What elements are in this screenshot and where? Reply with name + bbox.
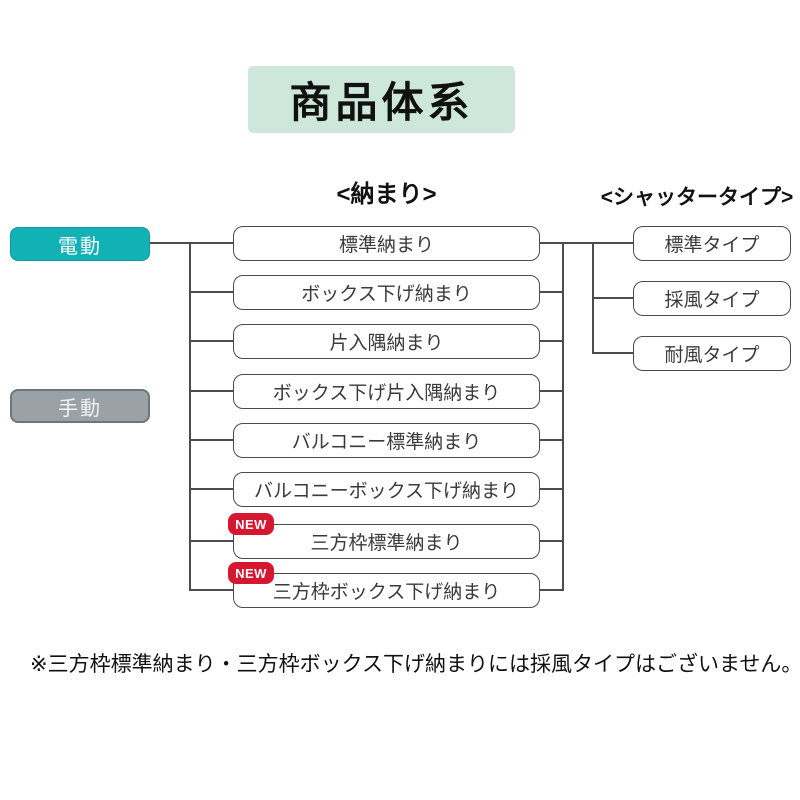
connector-line (562, 242, 564, 591)
nakamari-box-standard: 標準納まり (233, 226, 540, 261)
connector-line (540, 540, 564, 542)
connector-line (540, 242, 564, 244)
nakamari-box-label: 標準納まり (338, 235, 434, 256)
nakamari-box-label: ボックス下げ納まり (301, 284, 472, 305)
connector-line (540, 488, 564, 490)
drive-type-manual: 手動 (10, 389, 150, 423)
nakamari-box-balcony-standard: バルコニー標準納まり (233, 423, 540, 458)
nakamari-box-label: バルコニーボックス下げ納まり (253, 481, 520, 502)
connector-line (190, 488, 234, 490)
nakamari-box-box-sage: ボックス下げ納まり (233, 275, 540, 310)
nakamari-box-box-sage-kataizumi: ボックス下げ片入隅納まり (233, 374, 540, 409)
connector-line (189, 242, 191, 591)
nakamari-box-sanpowaku-standard: NEW 三方枠標準納まり (228, 513, 540, 559)
nakamari-box-label: バルコニー標準納まり (291, 432, 482, 453)
shutter-type-box-saifu: 採風タイプ (633, 281, 791, 316)
column-header-nakamari: <納まり> (336, 181, 437, 208)
nakamari-box-label: 片入隅納まり (329, 333, 444, 354)
connector-line (540, 390, 564, 392)
nakamari-box-sanpowaku-box-sage: NEW 三方枠ボックス下げ納まり (228, 562, 540, 608)
connector-line (592, 297, 633, 299)
shutter-type-box-standard: 標準タイプ (633, 226, 791, 261)
connector-line (190, 589, 234, 591)
column-header-shutter-type: <シャッタータイプ> (600, 186, 794, 209)
nakamari-box-label: 三方枠ボックス下げ納まり (272, 582, 501, 603)
connector-line (540, 291, 564, 293)
connector-line (592, 352, 633, 354)
footnote: ※三方枠標準納まり・三方枠ボックス下げ納まりには採風タイプはございません。 (30, 653, 800, 676)
nakamari-box-label: ボックス下げ片入隅納まり (272, 383, 501, 404)
connector-line (540, 340, 564, 342)
connector-line (190, 439, 234, 441)
connector-line (150, 242, 234, 244)
connector-line (190, 340, 234, 342)
shutter-type-label: 標準タイプ (664, 235, 760, 256)
connector-line (190, 390, 234, 392)
drive-type-electric: 電動 (10, 227, 150, 261)
connector-line (540, 589, 564, 591)
connector-line (562, 242, 633, 244)
new-badge: NEW (228, 562, 274, 584)
shutter-type-box-taifu: 耐風タイプ (633, 336, 791, 371)
nakamari-box-balcony-box-sage: バルコニーボックス下げ納まり (233, 472, 540, 507)
page-title: 商品体系 (248, 66, 515, 133)
new-badge: NEW (228, 513, 274, 535)
connector-line (190, 291, 234, 293)
nakamari-box-kataizumi: 片入隅納まり (233, 324, 540, 359)
shutter-type-label: 耐風タイプ (664, 345, 760, 366)
shutter-type-label: 採風タイプ (664, 290, 760, 311)
nakamari-box-label: 三方枠標準納まり (310, 533, 463, 554)
connector-line (540, 439, 564, 441)
connector-line (190, 540, 234, 542)
